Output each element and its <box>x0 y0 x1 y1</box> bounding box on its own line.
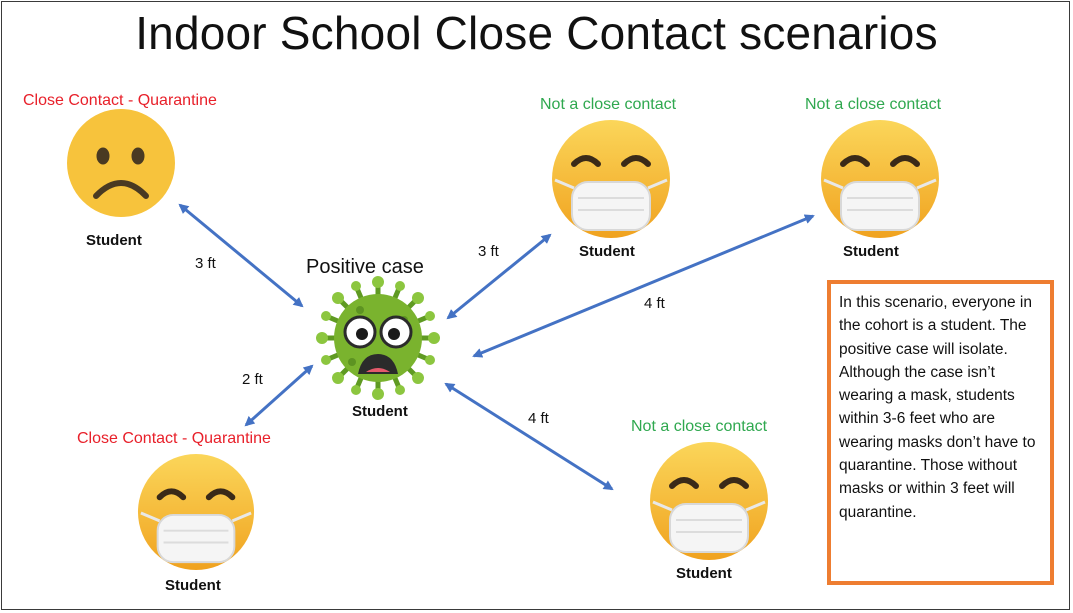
masked-face-icon <box>137 452 255 572</box>
scenario-explanation-text: In this scenario, everyone in the cohort… <box>839 294 1036 521</box>
arrow-to-bottom-left-student <box>244 364 314 427</box>
arrow-to-top-middle-student <box>446 233 552 320</box>
contact-status-label: Not a close contact <box>805 96 942 113</box>
arrow-to-bottom-right-student <box>444 382 614 491</box>
scenario-explanation-box: In this scenario, everyone in the cohort… <box>827 280 1054 585</box>
student-label: Student <box>352 403 408 420</box>
arrow-to-top-left-student <box>178 203 304 308</box>
arrow-to-top-right-student <box>472 214 815 358</box>
student-label: Student <box>165 577 221 594</box>
contact-status-label: Not a close contact <box>631 418 768 435</box>
masked-face-icon <box>650 440 768 562</box>
contact-status-label: Close Contact - Quarantine <box>23 92 217 109</box>
masked-face-icon <box>552 118 670 240</box>
distance-label: 3 ft <box>478 243 499 260</box>
frowning-face-icon <box>66 108 176 218</box>
contact-status-label: Close Contact - Quarantine <box>77 430 271 447</box>
student-label: Student <box>86 232 142 249</box>
student-label: Student <box>579 243 635 260</box>
contact-status-label: Not a close contact <box>540 96 677 113</box>
positive-case-label: Positive case <box>306 256 424 278</box>
student-label: Student <box>676 565 732 582</box>
masked-face-icon <box>821 118 939 240</box>
student-label: Student <box>843 243 899 260</box>
distance-label: 4 ft <box>644 295 665 312</box>
distance-label: 3 ft <box>195 255 216 272</box>
distance-label: 4 ft <box>528 410 549 427</box>
distance-label: 2 ft <box>242 371 263 388</box>
virus-icon <box>316 276 440 400</box>
page-title: Indoor School Close Contact scenarios <box>135 7 938 59</box>
